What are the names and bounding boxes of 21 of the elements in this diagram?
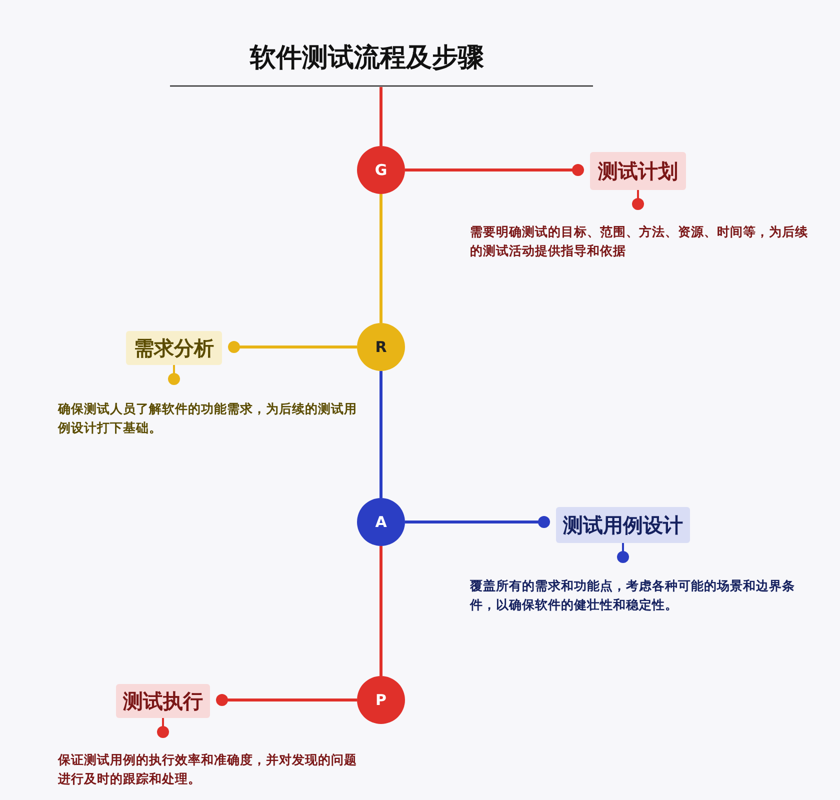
description-text: 覆盖所有的需求和功能点，考虑各种可能的场景和边界条件，以确保软件的健壮性和稳定性。 [470, 577, 796, 614]
connector-line [405, 164, 584, 176]
connector-line [216, 694, 357, 706]
connector-line [380, 371, 382, 498]
connector-line [228, 341, 357, 353]
step-circle: R [357, 323, 405, 371]
description-text: 需要明确测试的目标、范围、方法、资源、时间等，为后续的测试活动提供指导和依据 [470, 223, 809, 260]
step-circle: G [357, 146, 405, 194]
step-circle: P [357, 676, 405, 724]
connector-line [380, 194, 382, 323]
step-label: 测试执行 [116, 684, 210, 718]
title: 软件测试流程及步骤 [250, 42, 484, 75]
description-text: 确保测试人员了解软件的功能需求，为后续的测试用例设计打下基础。 [58, 400, 358, 437]
connector-line [405, 516, 550, 528]
step-circle: A [357, 498, 405, 546]
step-label: 测试用例设计 [556, 507, 690, 543]
step-label: 需求分析 [126, 331, 222, 365]
connector-line [380, 87, 382, 146]
connector-line [380, 546, 382, 676]
description-text: 保证测试用例的执行效率和准确度，并对发现的问题进行及时的跟踪和处理。 [58, 751, 358, 788]
step-label: 测试计划 [590, 152, 686, 190]
